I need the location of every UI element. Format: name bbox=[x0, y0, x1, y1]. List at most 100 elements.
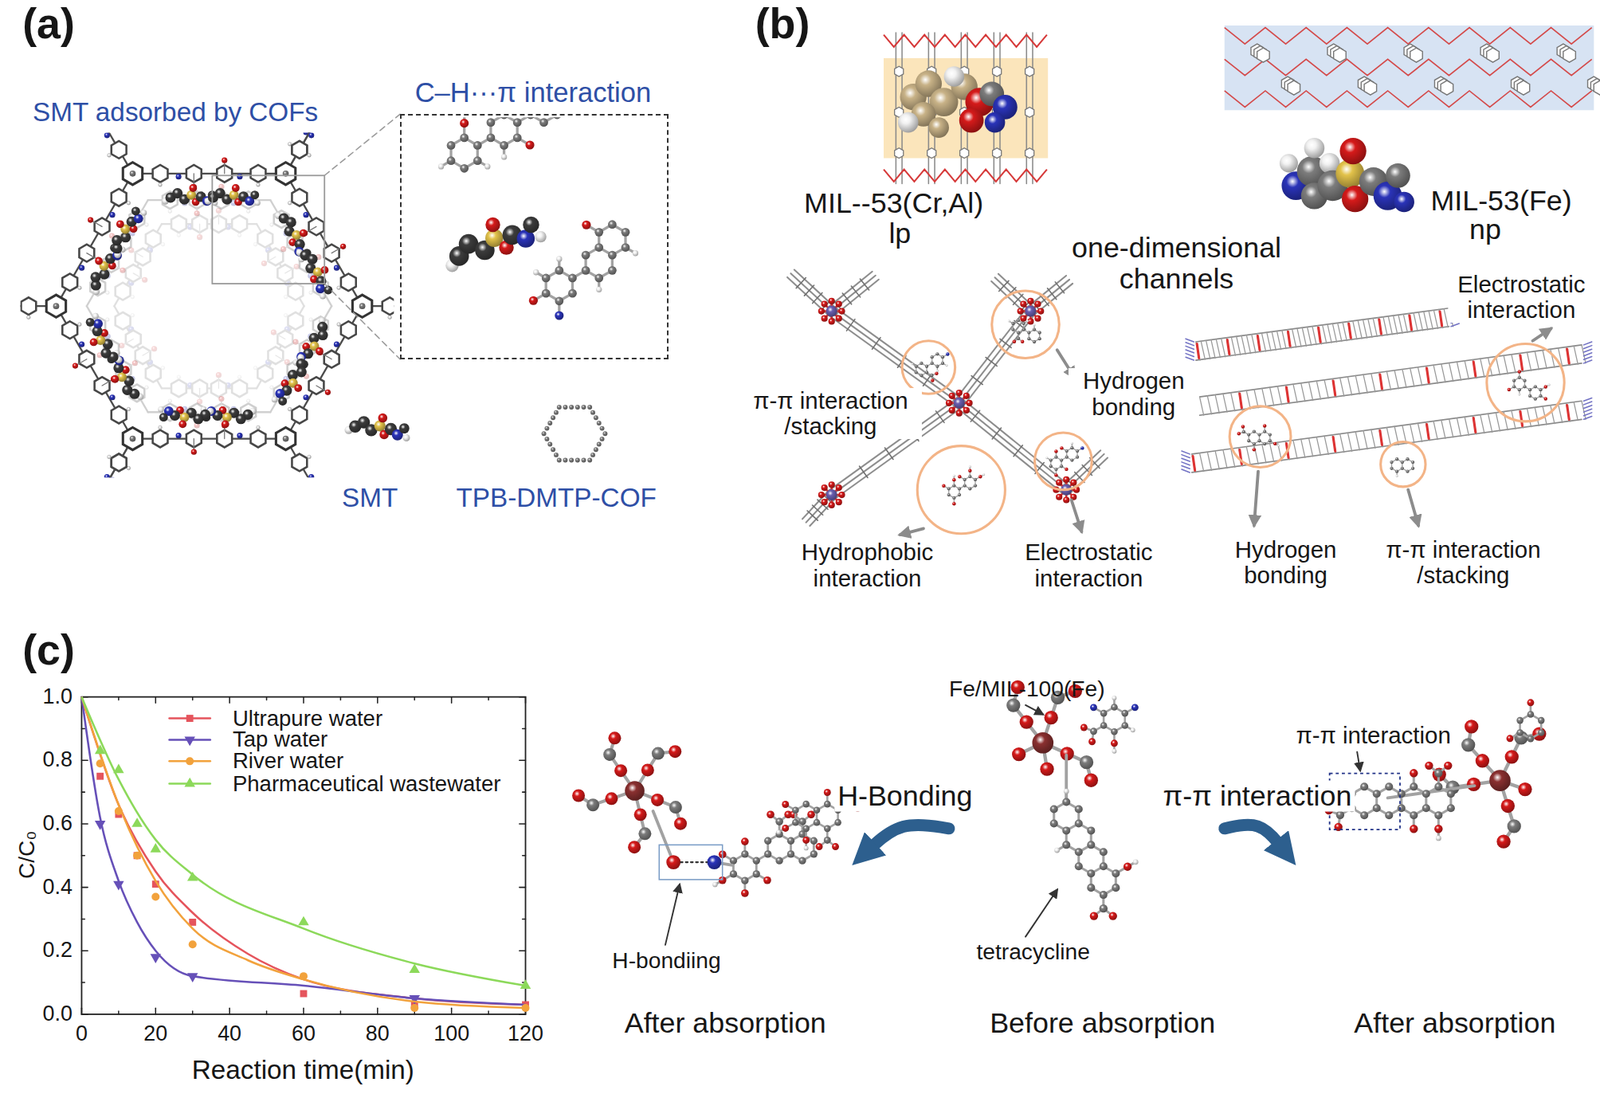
cof-framework bbox=[87, 216, 94, 223]
molecule-before bbox=[1062, 826, 1071, 835]
framework-layers-np bbox=[1362, 319, 1367, 338]
adsorbed-molecules bbox=[315, 283, 326, 294]
line-chart bbox=[340, 1011, 342, 1015]
line-chart bbox=[409, 995, 420, 1005]
inset-molecules bbox=[621, 227, 631, 237]
inset-molecules bbox=[447, 156, 456, 165]
molecule-after-pi bbox=[1489, 769, 1511, 792]
molecule-after-pi bbox=[1532, 726, 1546, 741]
molecule-after-pi bbox=[1409, 824, 1418, 833]
framework-layers-np bbox=[1517, 392, 1521, 396]
molecule-before bbox=[1111, 869, 1120, 878]
cof-tunnel bbox=[270, 305, 332, 412]
molecule-after-h-bond bbox=[823, 788, 832, 797]
cof-framework bbox=[111, 454, 127, 472]
molecule-after-h-bond bbox=[792, 819, 800, 827]
molecule-before bbox=[1039, 762, 1054, 777]
cof-framework bbox=[55, 439, 133, 479]
framework-layers-np bbox=[1379, 372, 1384, 391]
line-chart bbox=[155, 1007, 157, 1015]
crystal-structure-lp bbox=[959, 108, 985, 134]
framework-layers-np bbox=[1301, 327, 1306, 346]
legend-entry: Tap water bbox=[232, 729, 328, 752]
crystal-structure-np bbox=[1339, 137, 1366, 165]
framework-layers-np bbox=[1273, 442, 1277, 446]
framework-layers-np bbox=[1352, 321, 1357, 340]
molecule-after-pi bbox=[1372, 803, 1381, 812]
framework-channels-lp bbox=[838, 491, 845, 499]
line-chart bbox=[81, 950, 88, 953]
framework-layers-np bbox=[1386, 427, 1391, 447]
framework-layers-np bbox=[1349, 323, 1352, 338]
line-chart bbox=[151, 893, 160, 902]
panel-letter: (a) bbox=[22, 0, 75, 48]
framework-layers-np bbox=[1528, 388, 1532, 392]
framework-layers-np bbox=[1512, 384, 1516, 389]
cof-framework bbox=[286, 439, 363, 479]
legend-icons bbox=[593, 415, 599, 420]
cof-tunnel bbox=[287, 312, 303, 330]
line-chart bbox=[133, 851, 142, 859]
inset-molecules bbox=[594, 274, 604, 283]
framework-channels-lp bbox=[930, 378, 934, 382]
framework-channels-lp bbox=[956, 389, 963, 397]
framework-channels-lp bbox=[884, 447, 893, 460]
framework-channels-lp bbox=[807, 510, 818, 521]
framework-channels-lp bbox=[978, 474, 982, 479]
molecule-before bbox=[1086, 826, 1095, 835]
framework-layers-np bbox=[1181, 458, 1190, 462]
line-chart bbox=[81, 728, 85, 730]
framework-layers-np bbox=[1522, 379, 1526, 383]
inset-molecules bbox=[568, 274, 577, 283]
framework-layers-np bbox=[1200, 341, 1205, 360]
cof-tunnel bbox=[257, 230, 273, 248]
framework-layers-np bbox=[1542, 350, 1547, 369]
crystal-structure-np bbox=[1486, 47, 1500, 63]
molecule-after-h-bond bbox=[802, 825, 810, 833]
framework-layers-np bbox=[1410, 368, 1415, 387]
framework-channels-lp bbox=[1054, 473, 1058, 477]
molecule-before bbox=[1100, 709, 1108, 718]
cof-tunnel bbox=[237, 233, 242, 238]
framework-layers-np bbox=[1231, 337, 1236, 356]
legend-icons bbox=[568, 404, 574, 410]
molecule-before bbox=[1100, 721, 1108, 730]
framework-layers-np bbox=[1565, 347, 1570, 366]
line-chart bbox=[266, 697, 268, 701]
framework-channels-lp bbox=[945, 400, 953, 407]
framework-channels-lp bbox=[941, 355, 945, 359]
cof-framework bbox=[104, 132, 110, 138]
framework-layers-np bbox=[1238, 391, 1243, 410]
line-chart bbox=[522, 728, 526, 730]
framework-layers-np bbox=[1185, 345, 1194, 350]
framework-layers-np bbox=[1517, 388, 1522, 392]
framework-layers-np bbox=[1495, 356, 1500, 375]
cof-tunnel bbox=[86, 305, 149, 412]
framework-layers-np bbox=[1342, 321, 1347, 341]
framework-channels-lp bbox=[1062, 496, 1070, 503]
framework-channels-lp bbox=[962, 399, 1070, 487]
molecule-after-h-bond bbox=[803, 846, 809, 851]
molecule-before bbox=[1084, 773, 1099, 788]
framework-channels-lp bbox=[828, 481, 836, 488]
cof-framework bbox=[152, 430, 169, 448]
crystal-structure-np bbox=[1287, 80, 1301, 95]
callout-label: Fe/MIL-100(Fe) bbox=[949, 676, 1106, 702]
framework-channels-lp bbox=[1016, 330, 1020, 334]
inset-molecules bbox=[459, 118, 469, 128]
framework-channels-lp bbox=[1038, 330, 1042, 334]
framework-channels-lp bbox=[1011, 327, 1015, 331]
cof-framework bbox=[78, 322, 83, 327]
cof-framework bbox=[308, 474, 314, 478]
molecule-after-h-bond bbox=[787, 837, 795, 845]
molecule-after-pi bbox=[1409, 782, 1418, 791]
legend-icons bbox=[602, 431, 608, 436]
line-chart bbox=[81, 697, 526, 1008]
framework-channels-lp bbox=[1065, 449, 1069, 453]
framework-layers-np bbox=[1411, 466, 1415, 471]
framework-layers-np bbox=[1427, 368, 1430, 383]
framework-layers-np bbox=[1322, 325, 1327, 344]
framework-layers-np bbox=[1584, 397, 1593, 401]
legend-icons bbox=[587, 458, 593, 463]
adsorbed-molecules bbox=[231, 184, 240, 193]
